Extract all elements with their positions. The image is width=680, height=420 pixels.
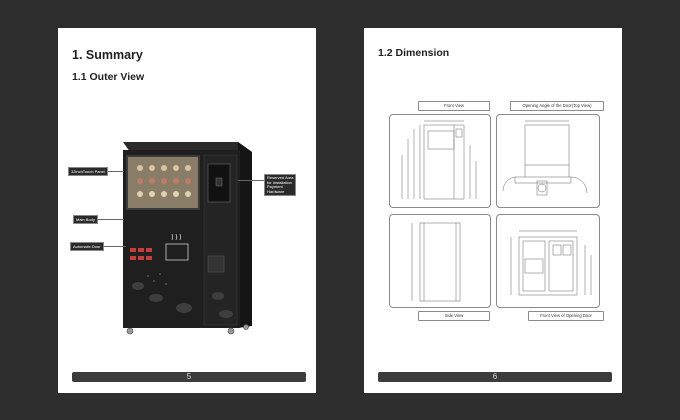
page-number-bar: 5 [72, 372, 306, 382]
drawing-front-opening-door [496, 214, 600, 308]
callout-main-body: Main Body [73, 215, 98, 224]
label-front-opening-door: Front View of Opening Door [528, 311, 604, 321]
callout-reserved-area: Reserved Area for Installation Payment H… [264, 174, 297, 197]
document-page-5: 1. Summary 1.1 Outer View [58, 28, 316, 393]
document-page-6: 1.2 Dimension Front View Opening Angle o… [364, 28, 622, 393]
drawing-front-view [389, 114, 491, 208]
callout-touch-panel: 32inchTouch Panel [68, 167, 108, 176]
section-heading: 1. Summary [72, 48, 143, 62]
label-front-view: Front View [418, 101, 490, 111]
page-number-bar: 6 [378, 372, 612, 382]
callout-line [102, 246, 126, 247]
label-side-view: Side View [418, 311, 490, 321]
callout-line [96, 219, 124, 220]
subsection-heading: 1.1 Outer View [72, 71, 145, 83]
drawing-opening-angle [496, 114, 600, 208]
drawing-side-view [389, 214, 491, 308]
section-heading: 1.2 Dimension [378, 47, 450, 59]
callout-line [238, 180, 264, 181]
callout-line [100, 171, 124, 172]
label-opening-angle: Opening Angle of the Door(Top View) [510, 101, 604, 111]
callout-automatic-door: Automatic Door [70, 242, 104, 251]
vending-machine-illustration [123, 142, 252, 335]
